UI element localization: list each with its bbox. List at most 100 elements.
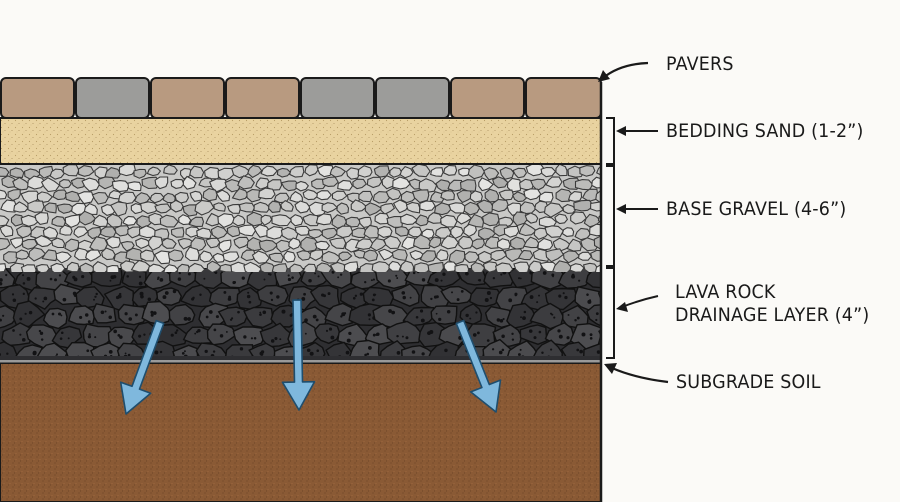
gravel-stone [562,250,581,264]
gravel-stone [427,261,444,272]
gravel-stone [260,214,273,226]
lava-rock [586,304,601,327]
gravel-stone [226,225,242,238]
lava-pore [304,318,308,323]
lava-pore [26,276,31,281]
gravel-stone [27,175,47,190]
gravel-stone [321,202,339,214]
lava-pore [576,316,580,320]
gravel-stone [104,166,122,179]
gravel-stone [336,202,350,215]
gravel-stone [363,224,380,239]
gravel-stone [114,225,131,237]
lava-pore [87,320,91,324]
gravel-stone [130,259,152,272]
lava-pore [108,350,113,354]
gravel-stone [482,261,499,272]
gravel-stone [321,176,339,187]
lava-rock [65,341,95,356]
lava-pore [77,355,80,356]
lava-pore [113,329,117,334]
gravel-stone [260,165,278,177]
lava-pore [0,318,2,322]
gravel-stone [288,237,301,250]
gravel-stone [267,179,283,191]
gravel-stone [187,262,206,272]
gravel-stone [436,249,449,262]
lava-pore [34,297,37,300]
lava-pore [2,314,5,317]
lava-rock [217,306,248,327]
lava-pore [87,335,92,339]
gravel-stone [552,260,573,272]
gravel-stone [377,248,395,261]
lava-pore [104,310,107,313]
lava-pore [340,315,343,318]
lava-rock [0,304,18,329]
gravel-stone [208,178,229,193]
gravel-stone [205,237,221,249]
lava-pore [253,336,257,340]
gravel-stone [380,202,396,215]
lava-pore [595,312,599,316]
lava-pore [157,276,160,279]
drainage-arrow [281,299,316,411]
gravel-stone [329,261,347,272]
gravel-stone [371,261,392,272]
gravel-stone [251,250,271,264]
lava-pore [446,309,451,314]
gravel-stone [0,224,14,238]
lava-pore [391,310,395,315]
gravel-stone [154,203,172,214]
lava-pore [42,300,45,303]
lava-pore [203,277,206,280]
gravel-stone [381,175,399,190]
gravel-stone [570,211,588,225]
lava-pore [576,348,580,352]
gravel-stone [350,199,368,213]
gravel-stone [176,263,191,272]
lava-pore [306,348,311,353]
lava-pore [38,329,42,333]
lava-pore [117,334,121,337]
gravel-stone [463,201,481,216]
lava-pore [411,350,416,354]
gravel-stone [579,165,596,177]
lava-pore [152,311,157,315]
gravel-stone [337,179,354,191]
lava-pore [518,277,521,280]
gravel-stone [237,224,257,237]
lava-pore [178,271,181,275]
gravel-stone [275,239,294,253]
lava-pore [270,298,274,302]
gravel-stone [62,164,80,177]
gravel-stone [315,213,333,226]
gravel-stone [315,262,333,272]
gravel-stone [247,164,263,179]
lava-pore [58,312,62,316]
gravel-stone [28,247,47,262]
lava-pore [588,299,592,302]
lava-pore [304,332,307,335]
lava-pore [140,294,144,299]
gravel-stone [419,200,436,212]
gravel-stone [470,261,486,272]
lava-pore [421,352,425,356]
gravel-stone [459,179,477,192]
gravel-stone [456,189,474,204]
lava-pore [276,295,280,299]
gravel-stone [64,238,80,253]
gravel-stone [490,249,508,262]
gravel-stone [494,262,514,272]
gravel-stone [83,202,98,215]
gravel-stone [101,247,116,261]
lava-pore [176,329,179,332]
gravel-stone [590,249,601,262]
gravel-stone [517,249,534,261]
gravel-stone [174,191,189,204]
lava-pore [213,328,217,332]
drainage-arrow [119,319,165,415]
lava-pore [59,337,63,340]
gravel-stone [510,236,527,250]
gravel-stone [226,203,241,214]
